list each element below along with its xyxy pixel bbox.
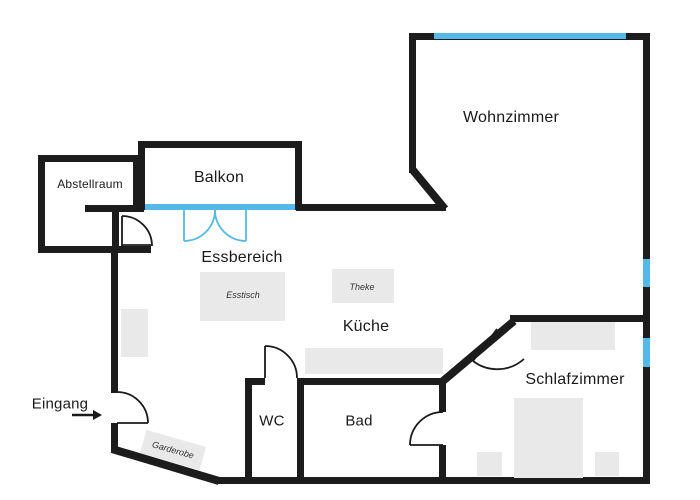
door-wc: [264, 345, 298, 379]
room-label-schlafzimmer: Schlafzimmer: [525, 371, 625, 388]
furniture-label-esstisch: Esstisch: [226, 290, 260, 300]
room-label-wohnzimmer: Wohnzimmer: [463, 109, 559, 126]
bed: [514, 398, 583, 478]
wall-essbereich-top: [296, 204, 446, 211]
room-label-abstellraum: Abstellraum: [57, 177, 123, 191]
entrance-arrow-icon: [72, 410, 102, 420]
door-abstellraum: [121, 215, 153, 247]
room-label-kueche: Küche: [342, 318, 390, 335]
wall-bottom-outer: [215, 477, 650, 484]
wall-abstellraum-top: [38, 155, 140, 162]
wall-abstellraum-bottom: [38, 246, 151, 253]
wall-wc-left: [245, 378, 252, 484]
room-label-balkon: Balkon: [193, 169, 245, 186]
wall-balkon-right: [295, 141, 302, 210]
wall-left-outer-lower: [111, 423, 118, 452]
counter-theke: [332, 269, 394, 303]
wall-wc-top: [245, 378, 265, 385]
door-schlafzimmer: [472, 328, 525, 371]
room-label-wc: WC: [259, 412, 285, 430]
nightstand-left: [477, 452, 502, 476]
door-bad: [409, 411, 444, 446]
entrance-label: Eingang: [31, 395, 89, 413]
wall-bad-right-upper: [439, 378, 446, 412]
wall-right-outer: [643, 33, 650, 484]
sideboard: [121, 309, 148, 357]
room-label-bad: Bad: [345, 412, 373, 430]
nightstand-right: [595, 452, 619, 476]
wall-wohnzimmer-left: [409, 33, 416, 173]
kitchen-counter: [305, 348, 443, 374]
wardrobe-closet: [531, 322, 615, 350]
dining-table: [200, 272, 285, 321]
wall-bad-top: [297, 378, 446, 385]
wall-schlafzimmer-diagonal: [440, 317, 517, 385]
wall-wc-bad-divider: [297, 378, 304, 484]
window-wohnzimmer-right: [643, 259, 650, 287]
room-label-essbereich: Essbereich: [201, 249, 283, 266]
wall-wohnzimmer-diagonal: [408, 166, 449, 212]
wall-bad-right-lower: [439, 445, 446, 484]
wall-balkon-top: [138, 141, 302, 148]
wall-schlafzimmer-top: [510, 315, 650, 322]
door-balcony-double: [183, 209, 247, 242]
wall-entry-diagonal: [110, 445, 221, 485]
door-entrance: [116, 391, 149, 424]
window-wohnzimmer-top: [434, 33, 626, 39]
window-schlafzimmer-right: [643, 338, 650, 367]
wall-abstellraum-right: [133, 155, 140, 211]
furniture-label-theke: Theke: [349, 282, 375, 292]
wall-corridor-left: [112, 205, 119, 253]
wall-balkon-left: [138, 141, 145, 210]
wall-abstellraum-left: [38, 155, 45, 253]
window-balkon-door-sill: [145, 204, 295, 210]
wall-left-outer-upper: [111, 246, 118, 393]
